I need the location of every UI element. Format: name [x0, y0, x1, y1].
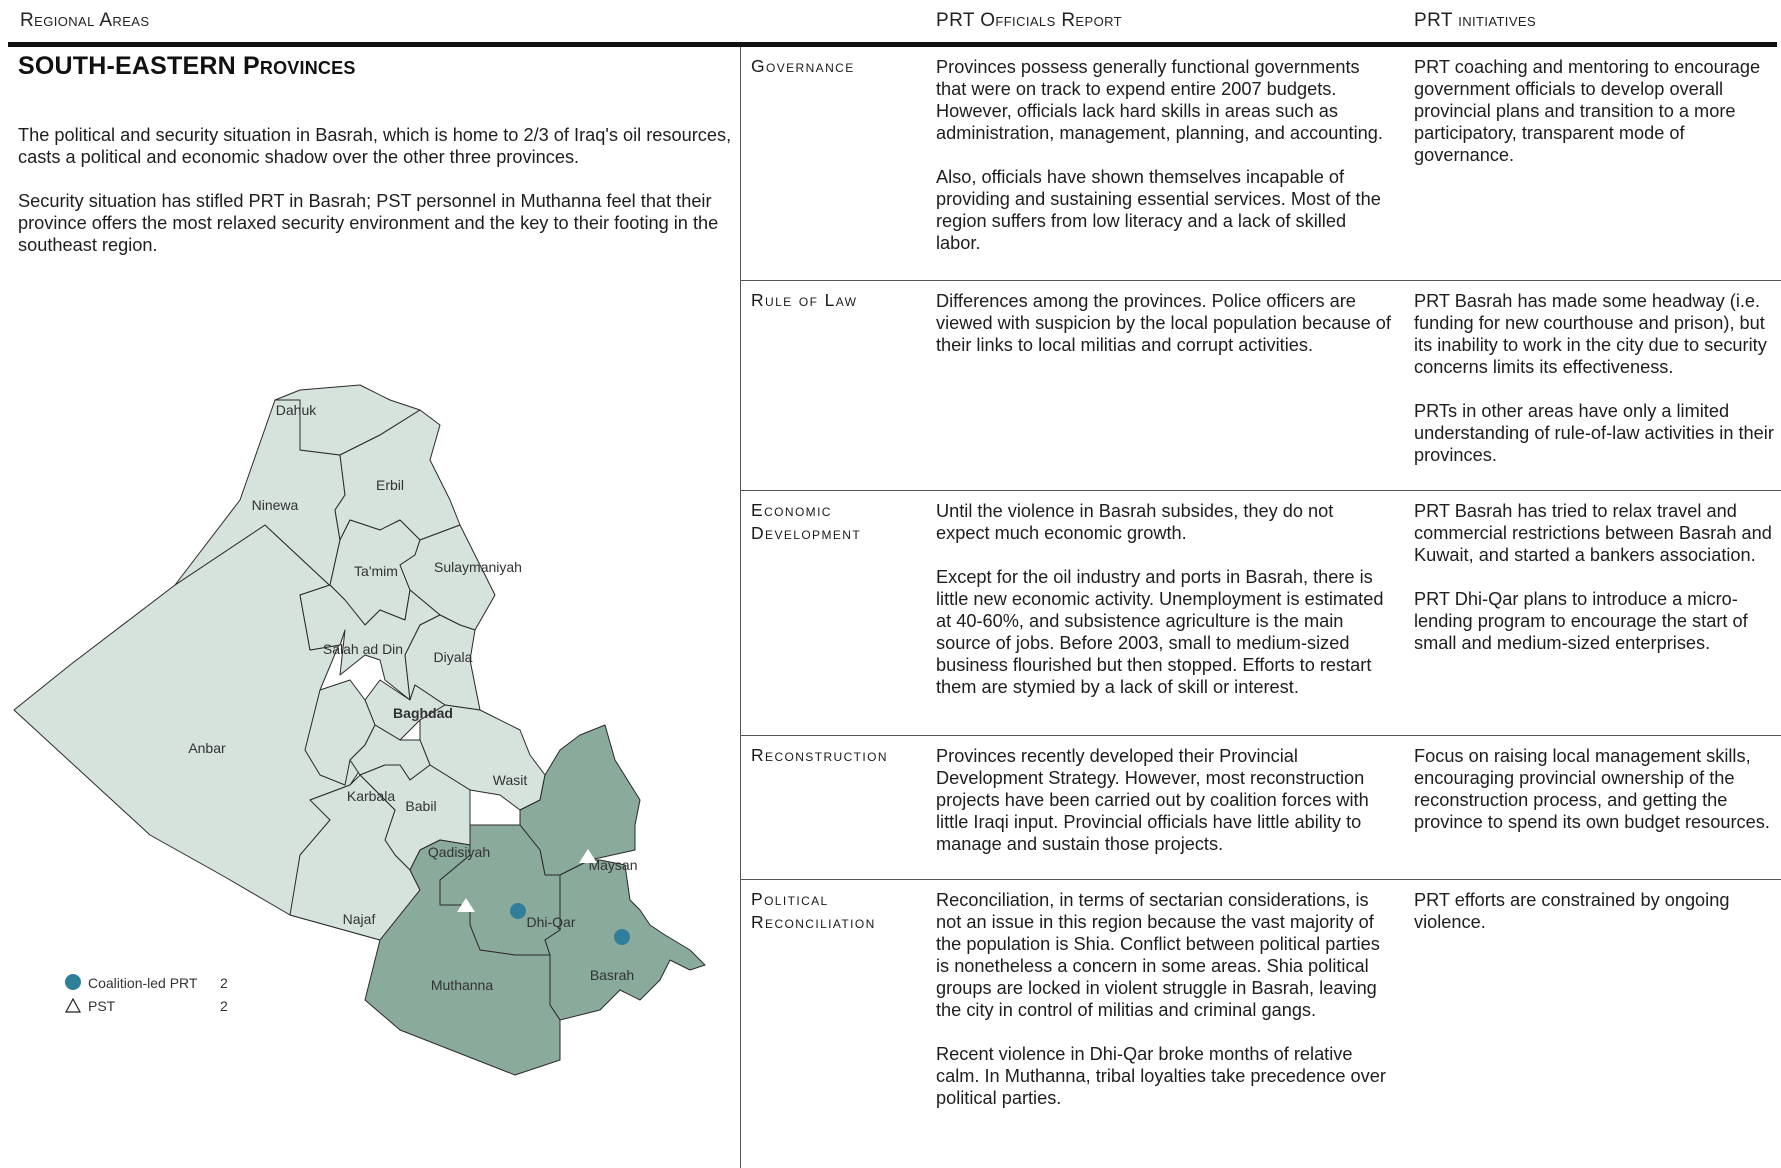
initiative-paragraph: PRT efforts are constrained by ongoing v…	[1414, 890, 1730, 932]
report-paragraph: Recent violence in Dhi-Qar broke months …	[936, 1044, 1386, 1108]
section-economic-development: Economic Development Until the violence …	[741, 491, 1781, 736]
prt-marker-basrah	[614, 929, 630, 945]
legend-label-pst: PST	[88, 998, 116, 1014]
page-title: SOUTH-EASTERN Provinces	[18, 52, 356, 80]
officials-report: Provinces recently developed their Provi…	[936, 745, 1391, 877]
map-label-dahuk: Dahuk	[276, 402, 317, 418]
section-reconstruction: Reconstruction Provinces recently develo…	[741, 736, 1781, 880]
map-label-maysan: Maysan	[588, 857, 637, 873]
map-label-erbil: Erbil	[376, 477, 404, 493]
section-label: Governance	[751, 56, 855, 76]
map-label-basrah: Basrah	[590, 967, 634, 983]
initiative-paragraph: Focus on raising local management skills…	[1414, 746, 1770, 832]
section-political-reconciliation: Political Reconciliation Reconciliation,…	[741, 880, 1781, 1168]
map-label-diyala: Diyala	[434, 649, 473, 665]
report-paragraph: Provinces recently developed their Provi…	[936, 746, 1369, 854]
section-divider	[741, 490, 1781, 491]
section-divider	[741, 879, 1781, 880]
pst-marker-maysan	[579, 849, 597, 863]
officials-report: Reconciliation, in terms of sectarian co…	[936, 889, 1391, 1131]
map-label-qadisiyah: Qadisiyah	[428, 844, 490, 860]
section-label: Economic Development	[751, 500, 862, 543]
legend-count-pst: 2	[220, 998, 228, 1014]
map-label-sulaymaniyah: Sulaymaniyah	[434, 559, 522, 575]
prt-marker-dhi-qar	[510, 903, 526, 919]
prt-initiatives: PRT Basrah has made some headway (i.e. f…	[1414, 290, 1781, 488]
report-paragraph: Until the violence in Basrah subsides, t…	[936, 501, 1334, 543]
map-label-najaf: Najaf	[343, 911, 376, 927]
header-officials-report: PRT Officials Report	[936, 10, 1122, 31]
section-label: Political Reconciliation	[751, 889, 876, 932]
province-muthanna	[364, 839, 561, 1076]
map-label-wasit: Wasit	[493, 772, 528, 788]
map-label-dhi-qar: Dhi-Qar	[526, 914, 575, 930]
initiative-paragraph: PRT coaching and mentoring to encourage …	[1414, 57, 1761, 165]
header-rule	[8, 42, 1777, 47]
officials-report: Provinces possess generally functional g…	[936, 56, 1391, 276]
intro-paragraph-2: Security situation has stifled PRT in Ba…	[18, 191, 719, 255]
map-label-babil: Babil	[405, 798, 436, 814]
initiative-paragraph: PRT Basrah has made some headway (i.e. f…	[1414, 291, 1767, 377]
triangle-marker-icon	[65, 998, 81, 1013]
legend-label-prt: Coalition-led PRT	[88, 975, 198, 991]
map-label-salah-ad-din: Salah ad Din	[323, 641, 403, 657]
map-label-tamim: Ta'mim	[354, 563, 398, 579]
section-label: Reconstruction	[751, 745, 888, 765]
initiative-paragraph: PRTs in other areas have only a limited …	[1414, 401, 1774, 465]
report-paragraph: Provinces possess generally functional g…	[936, 57, 1383, 143]
prt-initiatives: PRT efforts are constrained by ongoing v…	[1414, 889, 1781, 955]
section-divider	[741, 735, 1781, 736]
legend-count-prt: 2	[220, 975, 228, 991]
report-paragraph: Reconciliation, in terms of sectarian co…	[936, 890, 1380, 1020]
officials-report: Differences among the provinces. Police …	[936, 290, 1391, 378]
section-governance: Governance Provinces possess generally f…	[741, 47, 1781, 281]
map-label-muthanna: Muthanna	[431, 977, 493, 993]
map-label-anbar: Anbar	[188, 740, 226, 756]
initiative-paragraph: PRT Basrah has tried to relax travel and…	[1414, 501, 1772, 565]
header-regional-areas: Regional Areas	[20, 10, 150, 31]
report-paragraph: Except for the oil industry and ports in…	[936, 567, 1384, 697]
prt-initiatives: PRT coaching and mentoring to encourage …	[1414, 56, 1781, 188]
prt-initiatives: PRT Basrah has tried to relax travel and…	[1414, 500, 1781, 676]
map-label-ninewa: Ninewa	[252, 497, 299, 513]
section-label: Rule of Law	[751, 290, 858, 310]
intro-paragraph-1: The political and security situation in …	[18, 125, 732, 167]
circle-marker-icon	[65, 974, 81, 990]
officials-report: Until the violence in Basrah subsides, t…	[936, 500, 1391, 720]
map-label-karbala: Karbala	[347, 788, 395, 804]
prt-initiatives: Focus on raising local management skills…	[1414, 745, 1781, 855]
column-divider	[740, 47, 741, 1168]
initiative-paragraph: PRT Dhi-Qar plans to introduce a micro-l…	[1414, 589, 1748, 653]
section-rule-of-law: Rule of Law Differences among the provin…	[741, 281, 1781, 491]
header-initiatives: PRT initiatives	[1414, 10, 1537, 31]
report-paragraph: Also, officials have shown themselves in…	[936, 167, 1381, 253]
iraq-province-map: Dahuk Erbil Ninewa Sulaymaniyah Ta'mim S…	[13, 384, 706, 1076]
map-label-baghdad: Baghdad	[393, 705, 453, 721]
pst-marker-muthanna	[457, 898, 475, 912]
report-paragraph: Differences among the provinces. Police …	[936, 291, 1391, 355]
section-divider	[741, 280, 1781, 281]
